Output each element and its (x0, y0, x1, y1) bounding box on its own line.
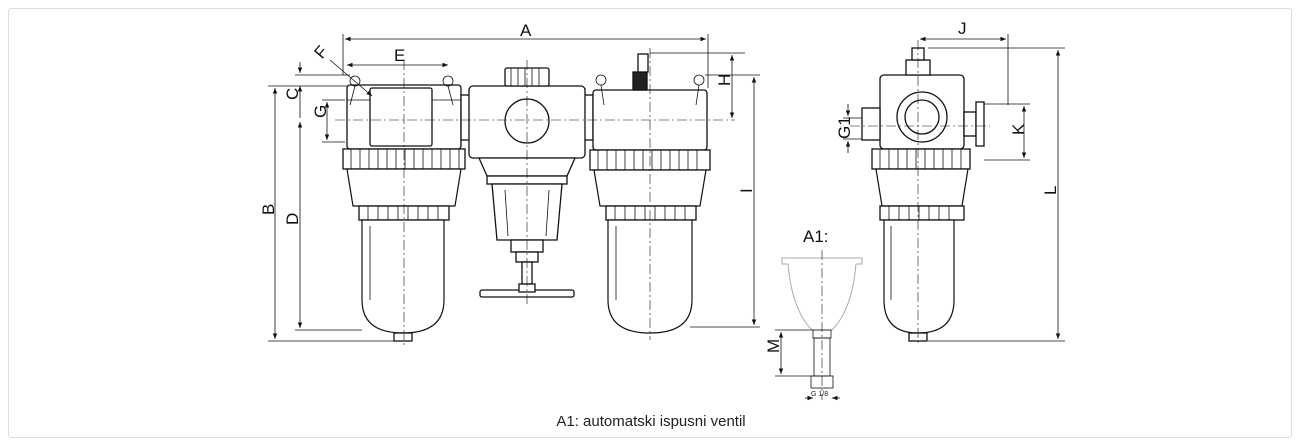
lubricator-unit (589, 48, 711, 340)
dim-label-c: C (283, 88, 302, 100)
dim-label-g: G (311, 105, 330, 118)
dim-label-b: B (259, 204, 278, 215)
dim-label-g1: G1 (835, 116, 854, 139)
dim-label-m: M (764, 339, 783, 353)
filter-unit (342, 60, 466, 345)
dim-label-a: A (520, 21, 532, 40)
dim-label-d: D (283, 213, 302, 225)
dim-label-f: F (310, 42, 331, 62)
dim-label-l: L (1041, 186, 1060, 195)
detail-a1 (775, 250, 863, 401)
regulator-unit (460, 60, 594, 305)
dim-label-k: K (1009, 123, 1028, 135)
detail-title: A1: (803, 227, 829, 246)
side-view (843, 34, 1065, 345)
dim-label-j: J (958, 19, 967, 38)
dim-label-e: E (394, 46, 405, 65)
dim-label-i: I (737, 188, 756, 193)
detail-thread-label: G 1/8 (811, 391, 828, 398)
figure-caption: A1: automatski ispusni ventil (556, 413, 746, 430)
dimension-lines (268, 34, 760, 342)
dim-label-h: H (715, 74, 734, 86)
